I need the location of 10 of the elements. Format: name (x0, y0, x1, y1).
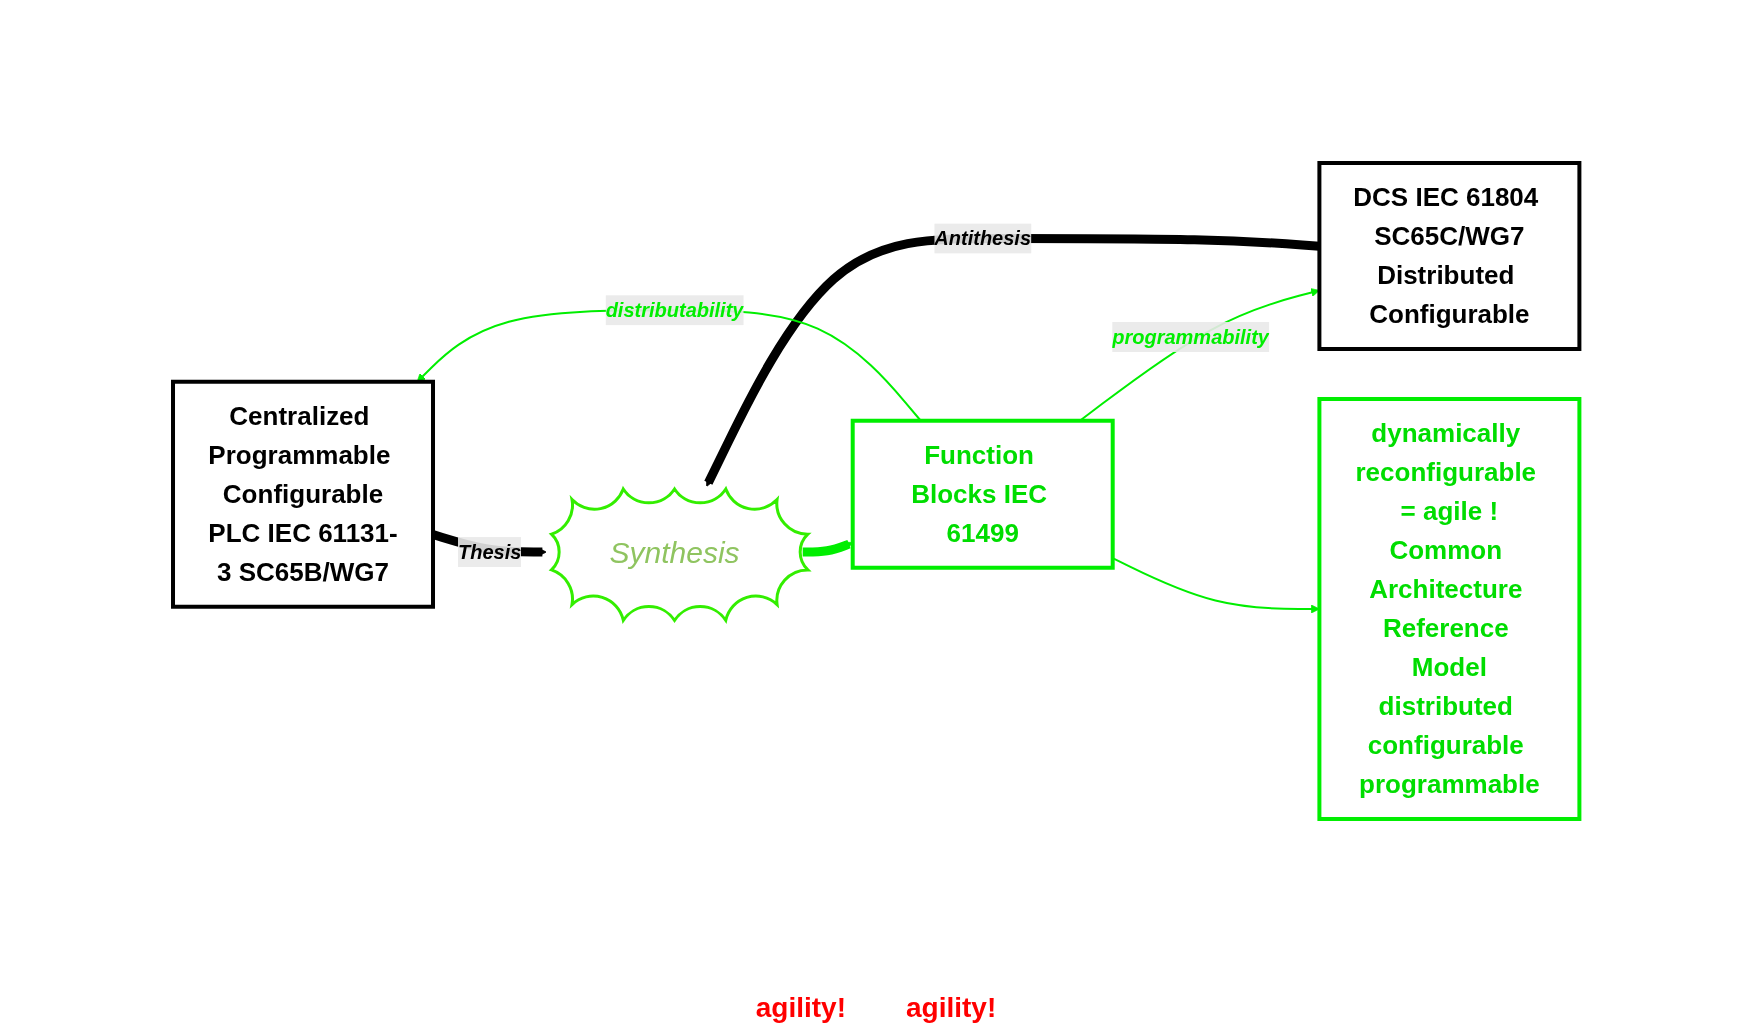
edge-label: Antithesis (934, 227, 1031, 250)
note-text: agility! (755, 992, 846, 1024)
note-text: agility! (906, 992, 997, 1024)
node-box: DCS IEC 61804 SC65C/WG7 Distributed Configurable (1317, 161, 1582, 351)
node-box: dynamically reconfigurable = agile ! Common Architecture Reference Model distributed configurable programmable (1317, 397, 1582, 821)
node-box: Centralized Programmable Configurable PLC IEC 61131-3 SC65B/WG7 (170, 379, 435, 609)
edge-label: distributability (605, 299, 744, 322)
node-box: Function Blocks IEC 61499 (850, 418, 1115, 570)
edge-label: programmability (1112, 326, 1269, 348)
edge-label: Thesis (457, 541, 522, 564)
